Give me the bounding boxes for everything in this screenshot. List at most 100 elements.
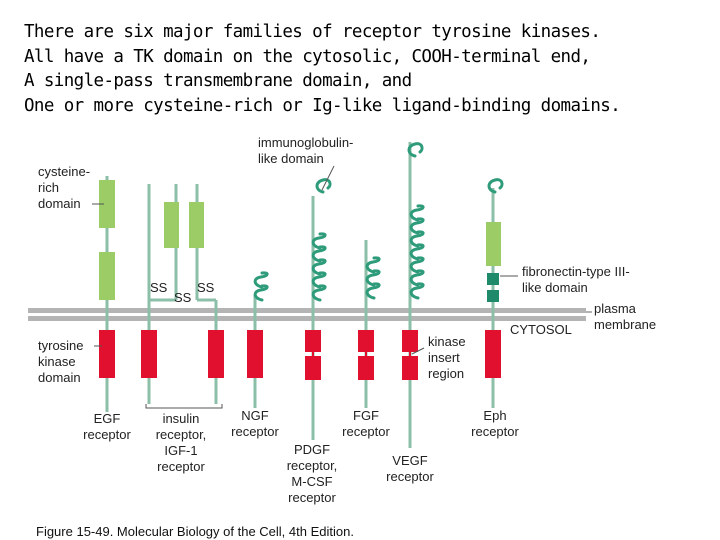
svg-text:receptor: receptor [157, 459, 205, 474]
tyrosine-kinase-block [358, 356, 374, 380]
svg-text:immunoglobulin-: immunoglobulin- [258, 135, 353, 150]
heading-line: There are six major families of receptor… [24, 22, 601, 42]
receptor-stalks [105, 142, 495, 448]
disulfide-label: SS [174, 290, 192, 305]
svg-text:receptor: receptor [471, 424, 519, 439]
ig-loop [315, 178, 332, 194]
ig-loop [409, 256, 425, 274]
tyrosine-kinase-block [141, 330, 157, 378]
tyrosine-kinase-domain-label: tyrosine kinase domain [38, 338, 102, 385]
ig-loop [409, 243, 425, 261]
tyrosine-kinase-block [305, 356, 321, 380]
tyrosine-kinase-block [402, 356, 418, 380]
cysteine-rich-block [486, 222, 501, 266]
receptor-name-fgf: FGF receptor [342, 408, 390, 439]
svg-text:rich: rich [38, 180, 59, 195]
svg-text:plasma: plasma [594, 301, 637, 316]
ig-loop [365, 256, 381, 274]
cysteine-rich-block [189, 202, 204, 248]
ig-loop [409, 230, 425, 248]
kinase-insert-region-label: kinase insert region [411, 334, 466, 381]
svg-text:insert: insert [428, 350, 460, 365]
cysteine-rich-block [164, 202, 179, 248]
ig-loop [311, 245, 327, 263]
svg-text:VEGF: VEGF [392, 453, 427, 468]
ig-loops [253, 142, 504, 302]
receptor-name-ngf: NGF receptor [231, 408, 279, 439]
immunoglobulin-domain-label: immunoglobulin- like domain [258, 135, 353, 191]
cysteine-rich-domain-label: cysteine- rich domain [38, 164, 104, 211]
svg-text:cysteine-: cysteine- [38, 164, 90, 179]
svg-text:PDGF: PDGF [294, 442, 330, 457]
svg-text:membrane: membrane [594, 317, 656, 332]
svg-text:receptor: receptor [386, 469, 434, 484]
svg-text:NGF: NGF [241, 408, 269, 423]
svg-text:receptor: receptor [231, 424, 279, 439]
svg-text:receptor: receptor [83, 427, 131, 442]
fibronectin-block [487, 290, 499, 302]
tyrosine-kinase-block [99, 330, 115, 378]
ig-loop [253, 271, 269, 289]
svg-text:M-CSF: M-CSF [291, 474, 332, 489]
fibronectin-domain-label: fibronectin-type III- like domain [500, 264, 630, 295]
ig-loop [487, 178, 504, 194]
plasma-membrane-label: plasma membrane [594, 301, 656, 332]
tyrosine-kinase-block [402, 330, 418, 352]
ig-loop [311, 258, 327, 276]
ig-loop [409, 269, 425, 287]
svg-text:FGF: FGF [353, 408, 379, 423]
heading-line: A single-pass transmembrane domain, and [24, 71, 412, 91]
heading-line: All have a TK domain on the cytosolic, C… [24, 46, 591, 67]
figure-caption: Figure 15-49. Molecular Biology of the C… [36, 524, 354, 539]
receptor-domains [99, 180, 501, 380]
svg-text:kinase: kinase [428, 334, 466, 349]
ig-loop [409, 204, 425, 222]
tyrosine-kinase-block [305, 330, 321, 352]
receptor-name-egf: EGF receptor [83, 411, 131, 442]
receptor-name-eph: Eph receptor [471, 408, 519, 439]
svg-text:receptor,: receptor, [287, 458, 338, 473]
svg-text:EGF: EGF [94, 411, 121, 426]
svg-text:insulin: insulin [163, 411, 200, 426]
svg-text:kinase: kinase [38, 354, 76, 369]
ig-loop [311, 232, 327, 250]
svg-text:receptor,: receptor, [156, 427, 207, 442]
svg-text:IGF-1: IGF-1 [164, 443, 197, 458]
ig-loop [365, 282, 381, 300]
svg-text:region: region [428, 366, 464, 381]
tyrosine-kinase-block [358, 330, 374, 352]
tyrosine-kinase-block [485, 330, 501, 378]
heading-text: There are six major families of receptor… [24, 20, 714, 118]
svg-text:domain: domain [38, 370, 81, 385]
svg-text:like domain: like domain [258, 151, 324, 166]
ig-loop [409, 217, 425, 235]
svg-text:receptor: receptor [342, 424, 390, 439]
fibronectin-block [487, 273, 499, 285]
ig-loop [407, 142, 424, 158]
disulfide-label: SS [150, 280, 168, 295]
svg-text:Eph: Eph [483, 408, 506, 423]
receptor-name-vegf: VEGF receptor [386, 453, 434, 484]
ig-loop [409, 282, 425, 300]
svg-text:receptor: receptor [288, 490, 336, 505]
ig-loop [365, 269, 381, 287]
svg-text:fibronectin-type III-: fibronectin-type III- [522, 264, 630, 279]
cysteine-rich-block [99, 180, 115, 228]
cytosol-label: CYTOSOL [510, 322, 572, 337]
tyrosine-kinase-block [208, 330, 224, 378]
plasma-membrane [28, 308, 592, 321]
tyrosine-kinase-block [247, 330, 263, 378]
svg-text:tyrosine: tyrosine [38, 338, 84, 353]
ig-loop [253, 284, 269, 302]
heading-line: One or more cysteine-rich or Ig-like lig… [24, 95, 621, 116]
disulfide-label: SS [197, 280, 215, 295]
receptor-name-insulin: insulin receptor, IGF-1 receptor [156, 411, 207, 474]
cysteine-rich-block [99, 252, 115, 300]
ig-loop [311, 271, 327, 289]
receptor-name-pdgf: PDGF receptor, M-CSF receptor [287, 442, 338, 505]
ig-loop [311, 284, 327, 302]
svg-text:domain: domain [38, 196, 81, 211]
svg-text:like domain: like domain [522, 280, 588, 295]
insulin-receptor-bracket [145, 404, 223, 409]
